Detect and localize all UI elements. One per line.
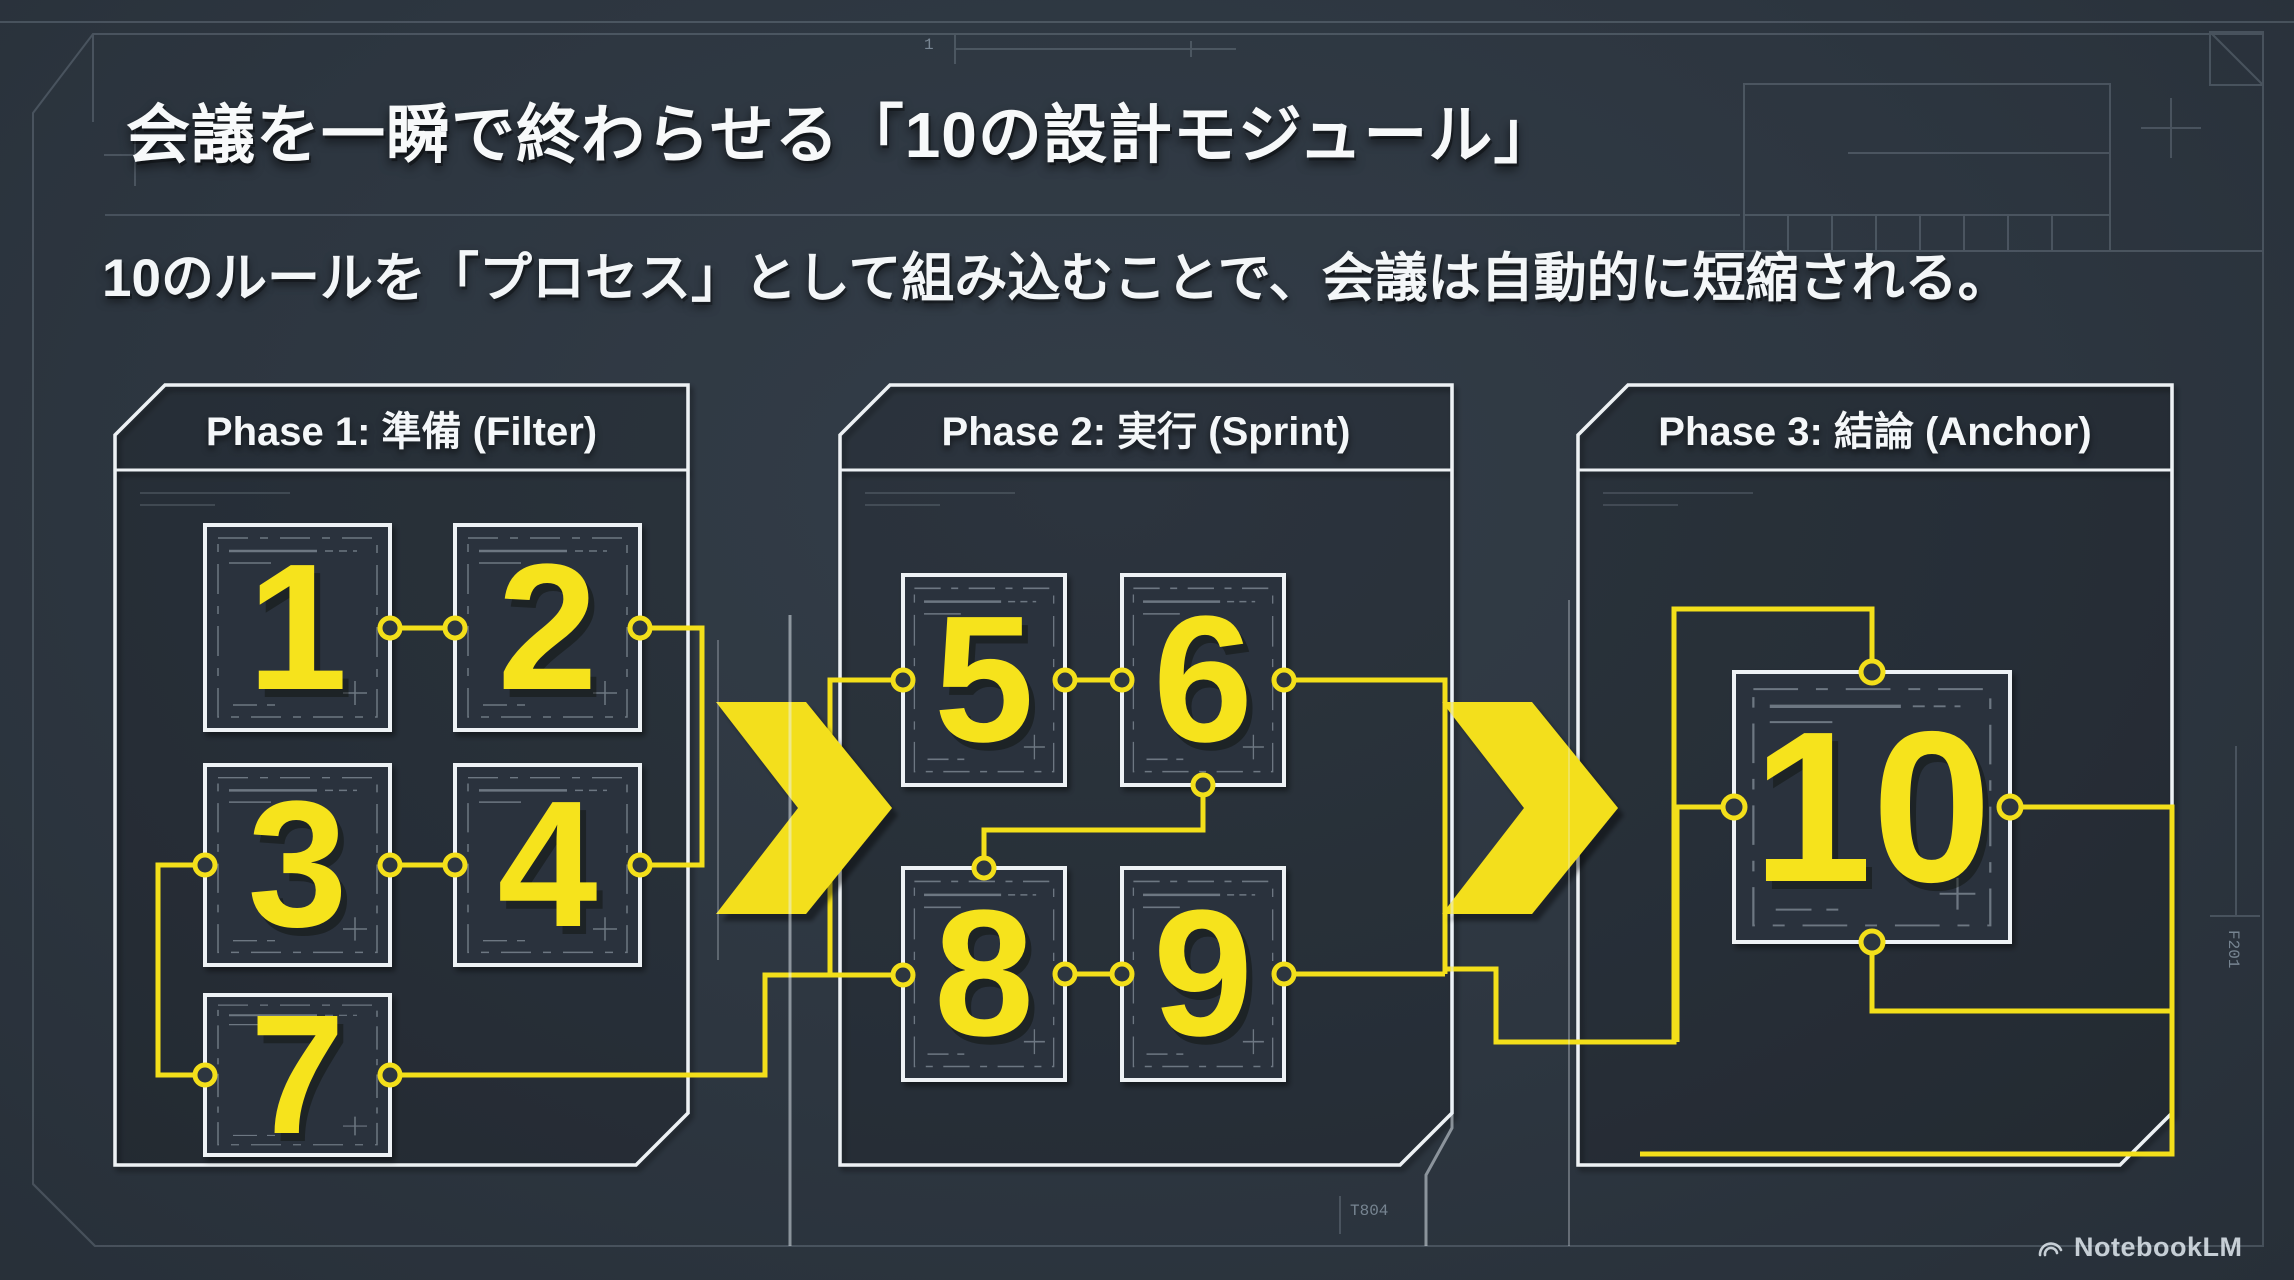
module-box-6 [1120, 573, 1286, 787]
module-box-3 [203, 763, 392, 967]
footer-brand: NotebookLM [2036, 1232, 2242, 1263]
module-number-10: 10 [1752, 686, 1992, 928]
phase2-label: Phase 2: 実行 (Sprint) [941, 410, 1351, 454]
overlay-guides [717, 600, 1570, 1246]
phase-arrows [716, 702, 1618, 914]
module-number-6: 6 [1152, 579, 1254, 780]
module-box-2 [453, 523, 642, 732]
module-number-8: 8 [933, 873, 1035, 1074]
module-box-8 [901, 866, 1067, 1082]
module-box-5 [901, 573, 1067, 787]
blueprint-mark-top: 1 [924, 36, 934, 54]
module-number-5: 5 [933, 579, 1035, 780]
module-box-9 [1120, 866, 1286, 1082]
module-number-3: 3 [247, 764, 348, 965]
module-number-1: 1 [247, 526, 348, 728]
module-number-9: 9 [1152, 873, 1254, 1074]
footer-brand-label: NotebookLM [2074, 1232, 2243, 1262]
chevron-arrow-1 [716, 702, 892, 914]
blueprint-decor [0, 21, 2294, 1247]
module-box-7 [203, 993, 392, 1157]
phase3-label: Phase 3: 結論 (Anchor) [1658, 410, 2092, 454]
page-subtitle: 10のルールを「プロセス」として組み込むことで、会議は自動的に短縮される。 [102, 249, 2011, 308]
blueprint-mark-right: F201 [2224, 930, 2242, 969]
connector-nodes [192, 615, 2024, 1088]
page-title: 会議を一瞬で終わらせる「10の設計モジュール」 [126, 99, 1559, 171]
module-number-2: 2 [497, 526, 598, 728]
module-number-4: 4 [497, 764, 598, 965]
module-number-7: 7 [250, 979, 345, 1170]
chevron-arrow-2 [1442, 702, 1618, 914]
phase1-label: Phase 1: 準備 (Filter) [205, 410, 598, 454]
blueprint-mark-bottom: T804 [1350, 1202, 1389, 1220]
notebooklm-icon [2036, 1235, 2066, 1261]
